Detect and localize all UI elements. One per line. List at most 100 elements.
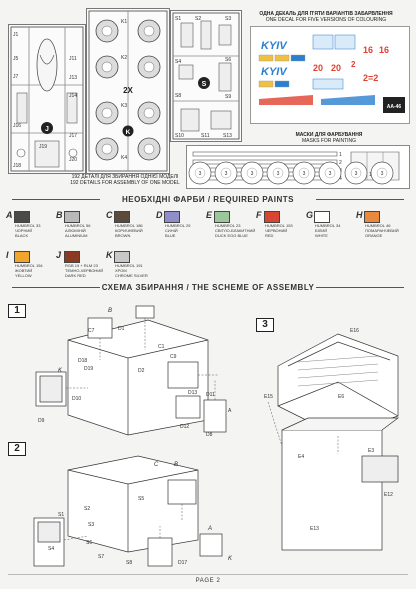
sprue-s-label: S11 xyxy=(201,133,210,139)
sprue-j: J J1 J5 J7 J11 J13 J14 J16 J17 J19 J20 J… xyxy=(8,24,86,174)
sprue-j-label: J16 xyxy=(13,123,21,129)
sprue-j-label: J20 xyxy=(69,157,77,163)
sprue-s-label: S8 xyxy=(175,93,181,99)
decal-title-en: ONE DECAL FOR FIVE VERSIONS OF COLOURING xyxy=(265,17,387,23)
paint-color-box xyxy=(14,251,30,263)
step-2-paint-ref: C xyxy=(154,462,159,468)
sprue-j-label: J19 xyxy=(39,144,47,150)
paint-color-box xyxy=(164,211,180,223)
sprue-j-drawing: J J1 J5 J7 J11 J13 J14 J16 J17 J19 J20 J… xyxy=(10,26,84,172)
step-3-label: E13 xyxy=(310,526,319,532)
step-2-label: S5 xyxy=(138,496,144,502)
paint-letter: J xyxy=(56,250,62,260)
step-3-label: E16 xyxy=(350,328,359,334)
sprue-s-label: S3 xyxy=(225,16,231,22)
paint-letter: B xyxy=(56,210,63,220)
paint-color-box xyxy=(14,211,30,223)
paint-letter: F xyxy=(256,210,262,220)
step-3-label: E12 xyxy=(384,492,393,498)
paint-color-box xyxy=(264,211,280,223)
assembly-step-3-drawing: E16 E6 E15 E4 E3 E12 E13 xyxy=(264,328,400,551)
step-2-label: S1 xyxy=(58,512,64,518)
sprue-caption: 192 ДЕТАЛІ ДЛЯ ЗБИРАННЯ ОДНІЄЇ МОДЕЛІ 19… xyxy=(60,174,190,186)
paint-letter: A xyxy=(6,210,13,220)
sprue-s-letter: S xyxy=(202,81,207,88)
mask-wheels: 3 3 3 3 3 3 3 3 xyxy=(186,157,408,187)
step-1-label: D11 xyxy=(206,392,215,398)
step-1-paint-ref: K xyxy=(58,368,63,374)
sprue-j-label: J14 xyxy=(69,93,77,99)
decal-title: ОДНА ДЕКАЛЬ ДЛЯ П'ЯТИ ВАРІАНТІВ ЗАБАРВЛЕ… xyxy=(244,11,408,23)
sprue-k-label: K4 xyxy=(121,155,127,161)
sprue-caption-en: 192 DETAILS FOR ASSEMBLY OF ONE MODEL xyxy=(70,180,180,186)
sprue-s-label: S10 xyxy=(175,133,184,139)
step-3-label: E4 xyxy=(298,454,304,460)
assembly-step-2-drawing: S1 S2 S3 S4 S5 S6 S7 S8 D17 C B A K xyxy=(33,455,233,567)
assembly-step-1-drawing: D18 D19 C7 D1 C1 D9 D13 D12 D11 D8 D2 D1… xyxy=(35,305,232,438)
step-2-paint-ref: B xyxy=(174,462,178,468)
decal-title-ua: ОДНА ДЕКАЛЬ ДЛЯ П'ЯТИ ВАРІАНТІВ ЗАБАРВЛЕ… xyxy=(259,11,393,17)
decal-number-2: 20 xyxy=(331,63,341,73)
sprue-k-label: K3 xyxy=(121,103,127,109)
step-2-paint-ref: K xyxy=(228,556,233,562)
paint-letter: C xyxy=(106,210,113,220)
mask-wheel-label: 3 xyxy=(199,171,202,177)
step-1-label: D18 xyxy=(78,358,87,364)
paint-letter: E xyxy=(206,210,213,220)
paint-color-box xyxy=(114,251,130,263)
paint-color-box xyxy=(64,251,80,263)
decal-sheet-drawing: KYIV KYIV 20 20 16 16 2=2 2 AA- xyxy=(258,34,405,113)
step-2-paint-ref: A xyxy=(207,526,212,532)
sprue-k-letter: K xyxy=(126,129,131,136)
step-3-badge: 3 xyxy=(256,318,274,332)
sprue-k-label: K1 xyxy=(121,19,127,25)
assembly-step-3: E16 E6 E15 E4 E3 E12 E13 xyxy=(258,326,408,562)
sprue-j-label: J11 xyxy=(69,56,77,62)
mask-wheel-label: 3 xyxy=(251,171,254,177)
step-1-label: D10 xyxy=(72,396,81,402)
step-2-label: S3 xyxy=(88,522,94,528)
assembly-header: СХЕМА ЗБИРАННЯ / THE SCHEME OF ASSEMBLY xyxy=(8,283,408,292)
sprue-j-label: J7 xyxy=(13,74,19,80)
paint-letter: H xyxy=(356,210,363,220)
step-1-label: D19 xyxy=(84,366,93,372)
sprue-s-label: S13 xyxy=(223,133,232,139)
mask-wheel-label: 3 xyxy=(277,171,280,177)
step-1-label: C1 xyxy=(158,344,165,350)
step-2-label: S4 xyxy=(48,546,54,552)
step-2-label: S7 xyxy=(98,554,104,560)
decal-number-1: 20 xyxy=(313,63,323,73)
step-1-label: D12 xyxy=(180,424,189,430)
sprue-j-letter: J xyxy=(45,126,49,133)
step-1-label: D8 xyxy=(206,432,213,438)
paint-color-box xyxy=(314,211,330,223)
step-3-label: E6 xyxy=(338,394,344,400)
step-2-label: S8 xyxy=(126,560,132,566)
mask-label: 1 xyxy=(339,152,342,158)
footer-divider xyxy=(8,574,408,575)
step-3-label: E15 xyxy=(264,394,273,400)
sprue-k-label: K2 xyxy=(121,55,127,61)
step-2-label: S6 xyxy=(86,540,92,546)
sprue-s-label: S1 xyxy=(175,16,181,22)
sprue-j-label: J18 xyxy=(13,163,21,169)
paint-color-box xyxy=(214,211,230,223)
sprue-s: S S1 S2 S3 S4 S6 S8 S9 S10 S11 S13 xyxy=(170,10,242,142)
paint-letter: K xyxy=(106,250,113,260)
decal-sheet: KYIV KYIV 20 20 16 16 2=2 2 AA- xyxy=(250,26,410,124)
step-1-label: C9 xyxy=(170,354,177,360)
step-2-label: S2 xyxy=(84,506,90,512)
mask-wheel-label: 3 xyxy=(381,171,384,177)
paint-letter: G xyxy=(306,210,314,220)
decal-number-3: 16 xyxy=(363,45,373,55)
